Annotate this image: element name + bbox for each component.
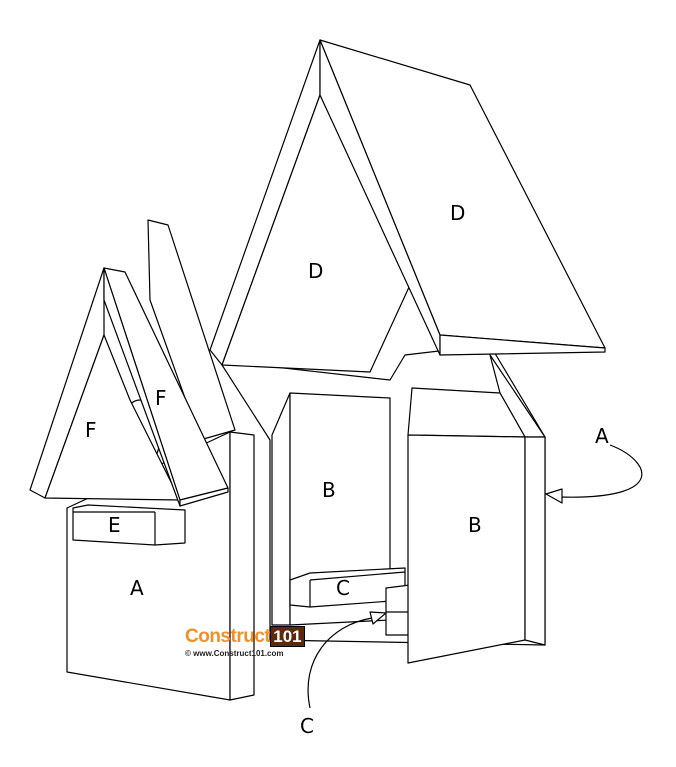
logo-brand: Construct xyxy=(185,626,271,647)
logo-number: 101 xyxy=(270,626,305,647)
label-a-back: A xyxy=(595,424,609,448)
side-panel-b-right xyxy=(407,354,546,664)
roof-panel-d-left xyxy=(209,39,411,373)
label-e: E xyxy=(108,513,121,537)
side-panel-b-left xyxy=(271,392,391,626)
arrowhead-c xyxy=(369,611,387,625)
label-d-left: D xyxy=(308,259,323,283)
label-a-front: A xyxy=(130,576,144,600)
label-c-callout: C xyxy=(300,714,314,738)
label-d-right: D xyxy=(450,201,465,225)
perch-block-e xyxy=(72,504,186,546)
roof-panel-d-right xyxy=(319,39,606,356)
label-f-left: F xyxy=(85,418,97,442)
floor-piece-c xyxy=(289,567,411,636)
label-f-right: F xyxy=(155,386,167,410)
label-b-left: B xyxy=(322,478,336,502)
label-b-right: B xyxy=(468,513,482,537)
label-c-floor: C xyxy=(336,576,350,600)
arrow-c-callout xyxy=(307,617,373,709)
logo-url: © www.Construct101.com xyxy=(185,649,284,658)
roof-panel-f-right xyxy=(103,267,229,507)
arrowhead-a xyxy=(545,488,563,504)
arrow-a-callout xyxy=(559,444,643,498)
